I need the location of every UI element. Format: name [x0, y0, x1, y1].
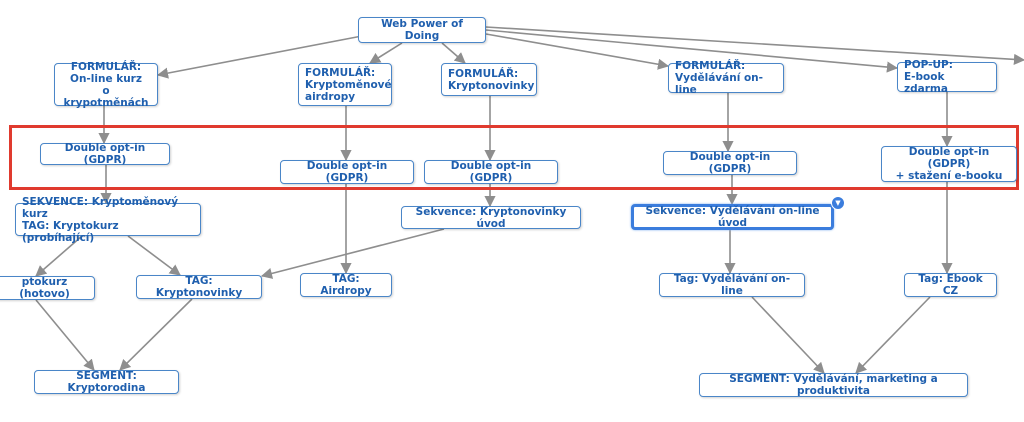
- node-sekvence-kurz[interactable]: SEKVENCE: Kryptoměnový kurz TAG: Kryptok…: [15, 196, 201, 244]
- node-segment-kryptorodina[interactable]: SEGMENT: Kryptorodina: [34, 370, 179, 394]
- edge-sekvence-kurz-to-kryptonovinky: [127, 235, 181, 276]
- node-doi-1[interactable]: Double opt-in (GDPR): [40, 142, 170, 166]
- node-form-airdropy[interactable]: FORMULÁŘ: Kryptoměnové airdropy: [298, 63, 392, 106]
- node-form-vzdelavani[interactable]: FORMULÁŘ: Vydělávání on-line: [668, 60, 784, 96]
- chevron-down-icon[interactable]: ▼: [831, 196, 845, 210]
- edge-sekvence-novinky-to-kryptonovinky: [260, 228, 445, 279]
- node-popup-ebook[interactable]: POP-UP: E-book zdarma: [897, 59, 997, 95]
- node-doi-4[interactable]: Double opt-in (GDPR): [663, 151, 797, 175]
- node-tag-ebook[interactable]: Tag: Ebook CZ: [904, 273, 997, 297]
- node-sekvence-vzdelavani[interactable]: Sekvence: Vydělávání on-line úvod: [631, 204, 834, 230]
- node-tag-kryptonovinky[interactable]: TAG: Kryptonovinky: [136, 275, 262, 299]
- edge-sekvence-kurz-to-hotovo: [35, 235, 83, 277]
- edge-root-to-offscreen: [485, 26, 1024, 65]
- edge-tag-ebook-to-segment: [855, 296, 931, 374]
- gdpr-highlight-frame: [9, 125, 1019, 190]
- edge-kryptonovinky-to-segment: [119, 298, 193, 371]
- edge-root-to-form-airdropy: [369, 42, 403, 64]
- edge-root-to-form-kurz: [156, 35, 363, 79]
- node-tag-kryptokurz-hotovo[interactable]: ptokurz (hotovo): [0, 276, 95, 300]
- node-doi-3[interactable]: Double opt-in (GDPR): [424, 160, 558, 184]
- node-root[interactable]: Web Power of Doing: [358, 17, 486, 43]
- node-form-kryptonovinky[interactable]: FORMULÁŘ: Kryptonovinky: [441, 63, 537, 96]
- node-segment-vzdelavani[interactable]: SEGMENT: Vydělávání, marketing a produkt…: [699, 373, 968, 397]
- edge-root-to-popup-ebook: [485, 29, 899, 73]
- edge-root-to-form-kryptonovinky: [441, 42, 466, 64]
- edge-hotovo-to-segment: [35, 299, 95, 371]
- node-doi-2[interactable]: Double opt-in (GDPR): [280, 160, 414, 184]
- node-form-kurz[interactable]: FORMULÁŘ: On-line kurz o krypotměnách: [54, 61, 158, 109]
- edge-tag-vzdelavani-to-segment: [751, 296, 825, 374]
- node-tag-vzdelavani[interactable]: Tag: Vydělávání on-line: [659, 273, 805, 297]
- node-sekvence-novinky[interactable]: Sekvence: Kryptonovinky úvod: [401, 206, 581, 230]
- node-doi-5[interactable]: Double opt-in (GDPR) + stažení e-booku: [881, 146, 1017, 182]
- node-tag-airdropy[interactable]: TAG: Airdropy: [300, 273, 392, 297]
- edge-root-to-form-vzdelavani: [485, 33, 670, 70]
